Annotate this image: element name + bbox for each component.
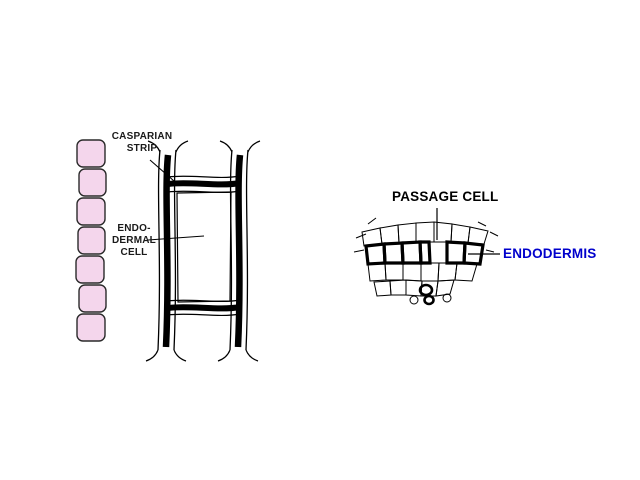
endodermal-cell-label: ENDO- DERMAL CELL	[112, 223, 156, 258]
casparian-strip-top	[167, 180, 241, 188]
endodermis-label: ENDODERMIS	[503, 246, 597, 261]
casparian-strip-label: CASPARIAN STRIP	[111, 131, 173, 154]
left-label-lines	[147, 159, 205, 241]
passage-cell	[428, 241, 448, 264]
endodermis-row	[364, 240, 485, 266]
casparian-strip-right	[234, 154, 244, 348]
casparian-strip-bottom	[167, 304, 241, 312]
right-label-lines	[436, 208, 500, 255]
endodermal-cell-label-line	[147, 235, 205, 241]
passage-cell-label: PASSAGE CELL	[392, 189, 499, 204]
casparian-strip-label-line	[149, 159, 175, 182]
cell-chain	[75, 139, 107, 342]
vessel-cells	[418, 283, 435, 306]
casparian-strip-left	[162, 154, 172, 348]
endodermal-cell	[145, 140, 261, 362]
tissue-sketch	[353, 217, 499, 306]
